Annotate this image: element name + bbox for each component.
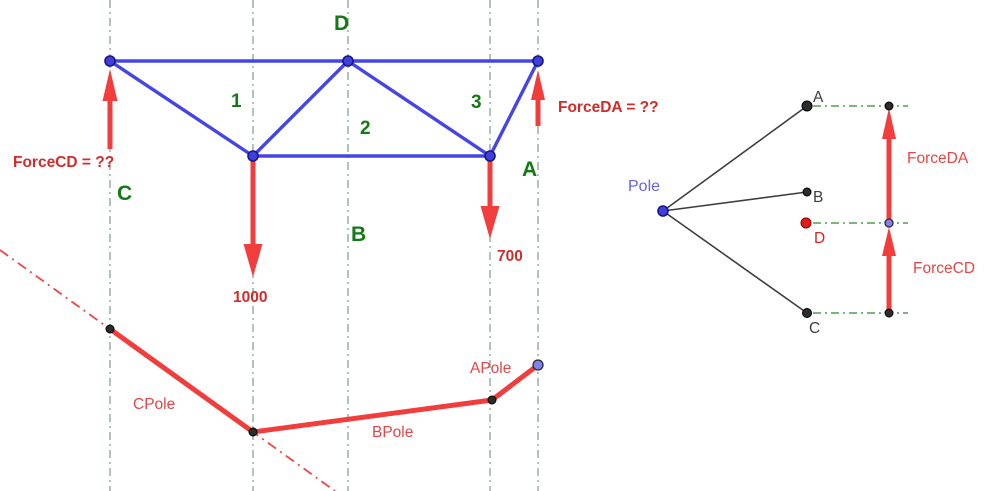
level-point-a[interactable] [884,101,894,111]
polygon-point-b[interactable] [802,187,812,197]
truss-label-d: D [334,12,349,35]
force-da-label: ForceDA = ?? [558,99,659,116]
truss-diagonal-c [108,59,255,158]
pole-ray-b [662,191,808,212]
truss-node-br-point[interactable] [484,150,496,162]
force-cd-label: ForceCD = ?? [13,154,114,171]
pole-ray-a [662,105,808,212]
polygon-force-cd-head [882,227,896,256]
truss-label-c: C [117,182,132,205]
cpole-start-point[interactable] [105,324,115,334]
apole-segment [489,362,541,403]
load-700-arrow-head [480,206,500,239]
cpole-label: CPole [133,396,175,413]
truss-label-a: A [522,158,537,181]
bpole-label: BPole [372,424,413,441]
apole-label: APole [470,360,511,377]
truss-label-b: B [351,223,366,246]
truss-node-a-point[interactable] [532,55,544,67]
force-da-arrow-head [531,70,545,100]
cpole-segment [107,326,256,435]
load-1000-arrow-head [243,244,263,277]
truss-node-bl-point[interactable] [247,150,259,162]
truss-diagonal-a [488,59,540,158]
panel-label-2: 2 [360,118,371,139]
polygon-label-d: D [814,230,825,247]
polygon-label-c: C [809,320,820,337]
polygon-label-a: A [813,89,824,106]
force-cd-arrow-head [102,69,118,101]
panel-label-1: 1 [231,91,242,112]
bpole-start-point[interactable] [248,427,258,437]
polygon-force-da-head [882,108,896,139]
panel-label-3: 3 [471,92,482,113]
level-point-d[interactable] [884,218,894,228]
pole-point[interactable] [657,205,669,217]
truss-node-c-point[interactable] [104,55,116,67]
polygon-label-b: B [813,189,823,206]
polygon-point-c[interactable] [802,308,812,318]
polygon-point-d[interactable] [800,217,812,229]
level-point-c[interactable] [884,308,894,318]
polygon-point-a[interactable] [801,100,813,112]
load-700-label: 700 [497,248,523,265]
truss-node-d-point[interactable] [342,55,354,67]
polygon-force-cd-label: ForceCD [913,260,975,277]
truss-diagonal-2 [346,59,492,158]
pole-ray-c [662,210,808,314]
apole-start-point[interactable] [487,395,497,405]
apole-end-point[interactable] [532,359,544,371]
truss-diagonal-1 [251,59,350,158]
load-1000-label: 1000 [233,289,267,306]
polygon-force-da-label: ForceDA [907,150,969,167]
bpole-segment [250,397,495,435]
pole-label: Pole [628,178,660,195]
